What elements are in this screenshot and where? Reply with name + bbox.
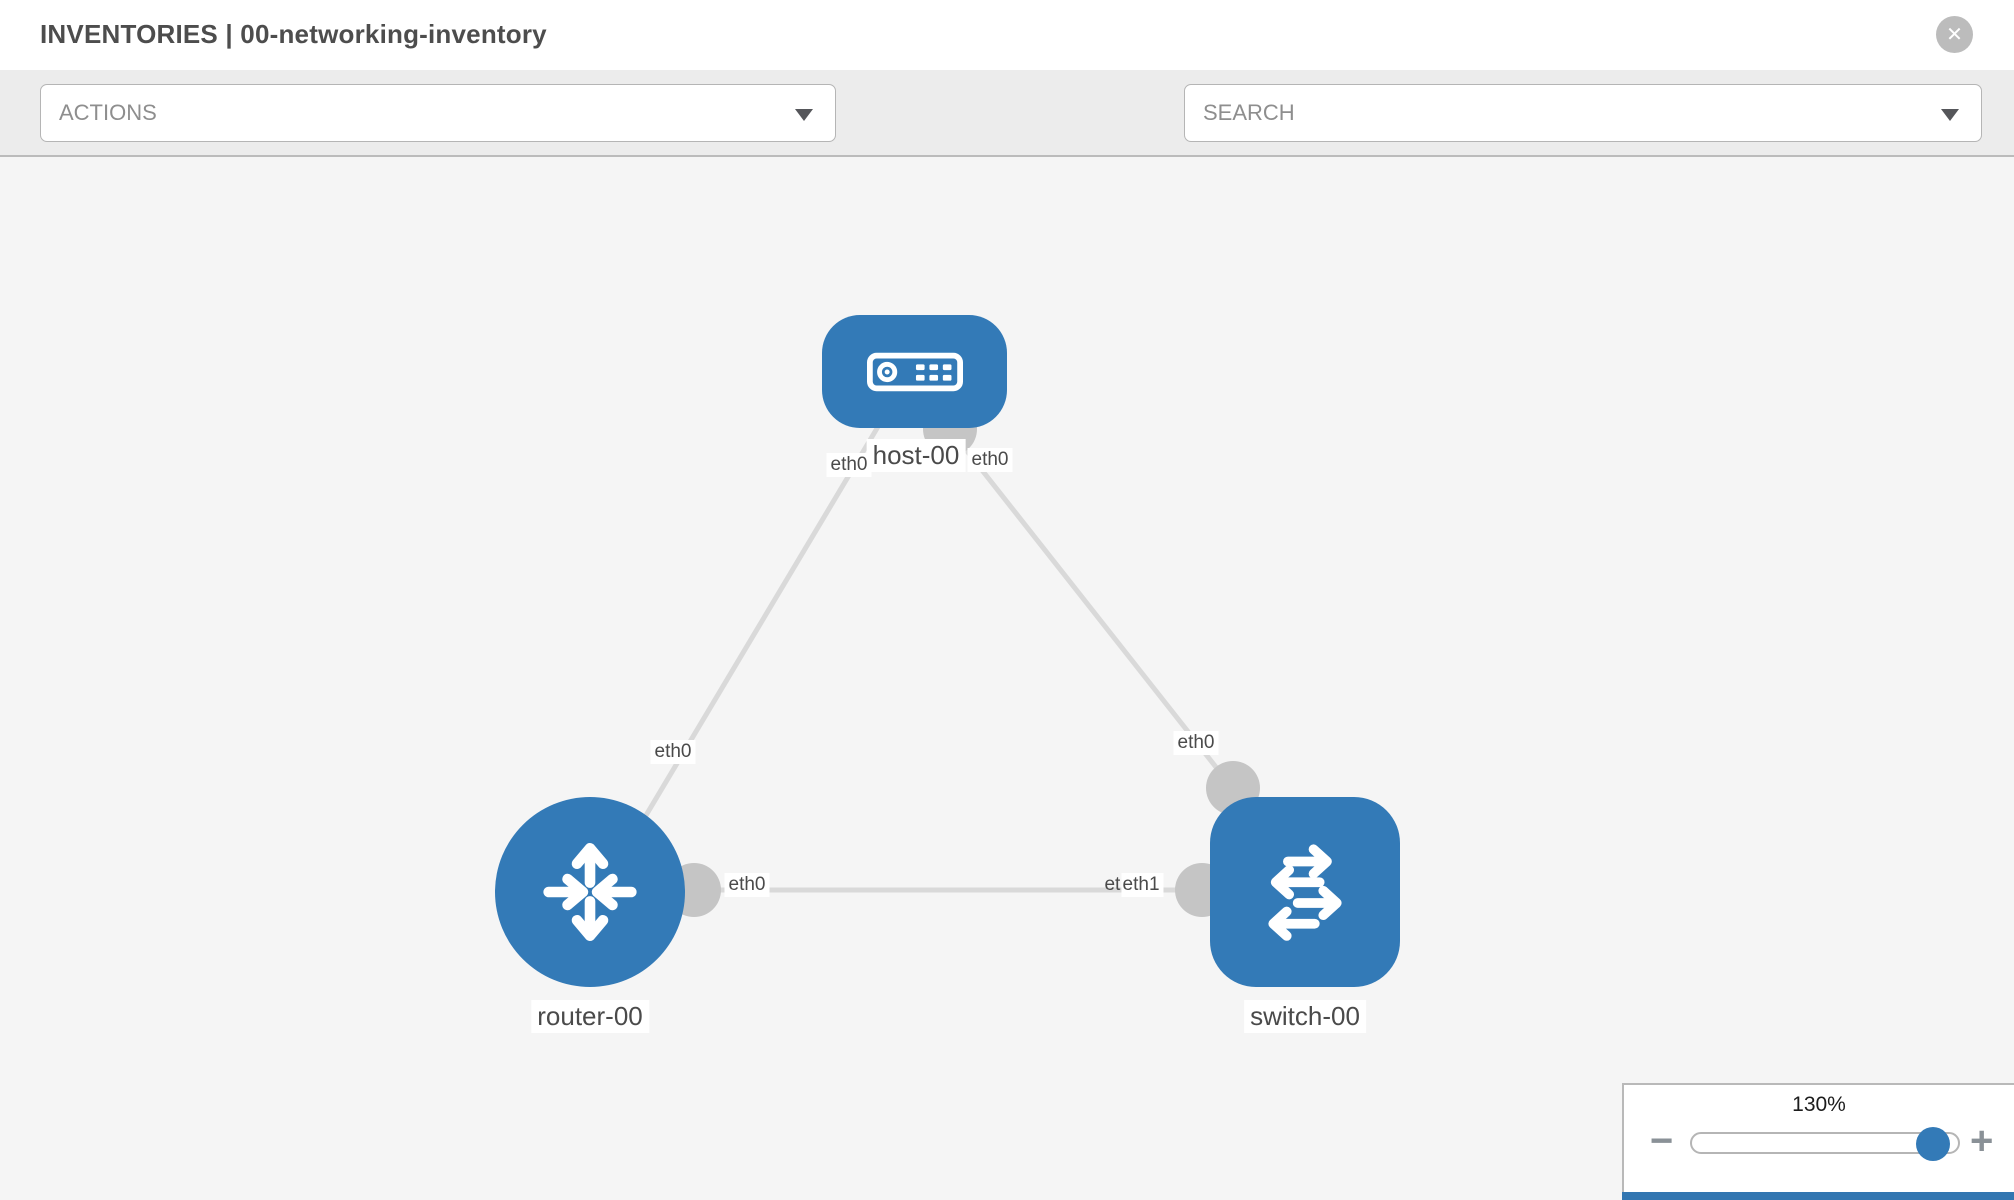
node-label-host: host-00: [866, 439, 966, 472]
iface-label-overlap-fragment: etl: [1104, 874, 1125, 895]
link-host-router[interactable]: [605, 423, 882, 881]
panel-bottom-accent-bar: [1622, 1192, 2014, 1200]
iface-label-eth1: eth1: [1121, 873, 1164, 897]
switch-icon: [1244, 831, 1366, 953]
search-dropdown[interactable]: SEARCH: [1184, 84, 1982, 142]
link-host-switch[interactable]: [946, 425, 1236, 792]
search-dropdown-label: SEARCH: [1203, 100, 1295, 125]
actions-dropdown-label: ACTIONS: [59, 100, 157, 125]
router-icon: [531, 833, 649, 951]
node-label-switch: switch-00: [1244, 1000, 1366, 1033]
links-layer: [605, 402, 1260, 917]
iface-label-switch-eth0-top: eth0: [1173, 731, 1219, 755]
node-label-router: router-00: [531, 1000, 649, 1033]
node-switch-00[interactable]: [1210, 797, 1400, 987]
node-host-00[interactable]: [822, 315, 1007, 428]
host-icon: [866, 352, 963, 392]
iface-label-router-eth0-right: eth0: [724, 873, 770, 897]
header: INVENTORIES | 00-networking-inventory ✕: [0, 0, 2014, 70]
chevron-down-icon: [1941, 109, 1959, 121]
zoom-in-button[interactable]: +: [1970, 1119, 1994, 1163]
iface-label-router-eth0-top: eth0: [650, 740, 696, 764]
iface-label-switch-eth1-left: etl eth1: [1104, 873, 1164, 897]
zoom-slider-track[interactable]: [1690, 1127, 1960, 1161]
close-icon[interactable]: ✕: [1936, 16, 1973, 53]
chevron-down-icon: [795, 109, 813, 121]
topology-canvas[interactable]: host-00 router-00 switch-00 eth0 eth0 et…: [0, 157, 2014, 1200]
page-title: INVENTORIES | 00-networking-inventory: [40, 19, 547, 49]
toolbar: ACTIONS SEARCH: [0, 70, 2014, 204]
actions-dropdown[interactable]: ACTIONS: [40, 84, 836, 142]
zoom-level-value: 130%: [1792, 1093, 1846, 1116]
node-router-00[interactable]: [495, 797, 685, 987]
iface-label-host-eth0-left: eth0: [826, 453, 872, 477]
zoom-slider-handle[interactable]: [1916, 1127, 1950, 1161]
zoom-panel: 130% − +: [1622, 1083, 2014, 1200]
zoom-out-button[interactable]: −: [1650, 1119, 1674, 1163]
iface-label-host-eth0-right: eth0: [967, 448, 1013, 472]
